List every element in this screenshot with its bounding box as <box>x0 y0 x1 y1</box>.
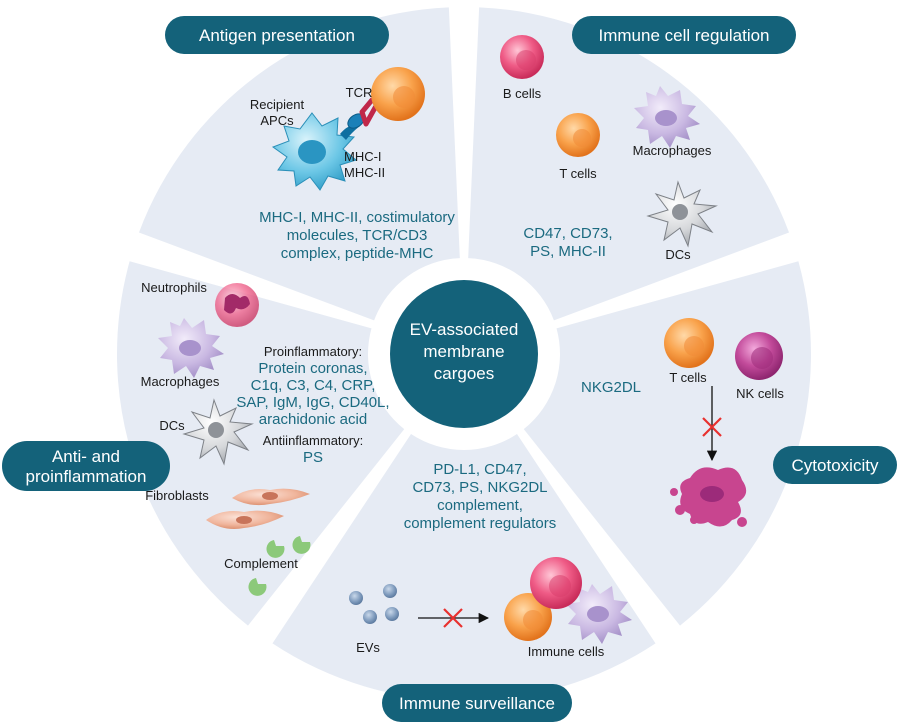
proinflam-line3: SAP, IgM, IgG, CD40L, <box>236 394 389 411</box>
regulation-title: Immune cell regulation <box>598 26 769 45</box>
macrophage-nucleus <box>179 340 201 356</box>
inflammation-title-line1: Anti- and <box>52 447 120 466</box>
center-line2: membrane <box>423 342 504 361</box>
cytotoxicity-section: T cells NK cells NKG2DL <box>581 318 784 527</box>
dying-cell-nucleus <box>700 486 724 502</box>
inflammation-title-line2: proinflammation <box>26 467 147 486</box>
t-cells-label: T cells <box>559 166 597 181</box>
segment-immune-surveillance <box>272 434 656 701</box>
complement-icon <box>292 536 311 554</box>
inflammation-section: Neutrophils Macrophages DCs Fibroblasts … <box>141 280 390 596</box>
t-cell-nucleus <box>684 336 704 356</box>
neutrophils-label: Neutrophils <box>141 280 207 295</box>
cytotox-cargo: NKG2DL <box>581 379 641 396</box>
complement-icon <box>248 578 267 596</box>
regulation-cargo-line2: PS, MHC-II <box>530 243 606 260</box>
t-cell-nucleus <box>523 610 543 630</box>
antigen-cargo-line3: complex, peptide-MHC <box>281 245 434 262</box>
fibroblasts-label: Fibroblasts <box>145 488 209 503</box>
b-cells-label: B cells <box>503 86 542 101</box>
evs-label: EVs <box>356 640 380 655</box>
ev-icon <box>349 591 363 605</box>
nk-cells-label: NK cells <box>736 386 784 401</box>
cytotox-t-cells-label: T cells <box>669 370 707 385</box>
fibroblast-nucleus <box>236 516 252 524</box>
recipient-apc-cell-icon <box>271 112 358 191</box>
antiinflam-item: PS <box>303 449 323 466</box>
pill-antigen-presentation: Antigen presentation <box>165 16 389 54</box>
surveillance-cargo-line2: CD73, PS, NKG2DL <box>412 479 547 496</box>
t-cell-nucleus <box>393 86 415 108</box>
surveillance-cargo-line4: complement regulators <box>404 515 557 532</box>
surveillance-title: Immune surveillance <box>399 694 555 713</box>
center-circle <box>390 280 538 428</box>
b-cell-nucleus <box>516 50 536 70</box>
recipient-label-line2: APCs <box>260 113 294 128</box>
inflam-dcs-label: DCs <box>159 418 185 433</box>
antigen-title: Antigen presentation <box>199 26 355 45</box>
t-cell-nucleus <box>573 129 591 147</box>
apoptotic-body <box>690 516 698 524</box>
center-line1: EV-associated <box>410 320 519 339</box>
antiinflammatory-heading: Antiinflammatory: <box>263 433 363 448</box>
segment-immune-cell-regulation <box>468 7 790 321</box>
surveillance-cargo-line1: PD-L1, CD47, <box>433 461 526 478</box>
immune-cells-label: Immune cells <box>528 644 605 659</box>
mhc-ii-label: MHC-II <box>344 165 385 180</box>
fibroblast-nucleus <box>262 492 278 500</box>
center-hub: EV-associated membrane cargoes <box>384 274 544 434</box>
complement-label: Complement <box>224 556 298 571</box>
neutrophil-nucleus <box>224 294 250 314</box>
antigen-cargo-line2: molecules, TCR/CD3 <box>287 227 428 244</box>
apoptotic-body <box>737 517 747 527</box>
inhibit-x-icon <box>443 608 463 628</box>
tcr-receptor-icon <box>359 97 379 127</box>
apoptotic-body <box>670 488 678 496</box>
regulation-cargo-line1: CD47, CD73, <box>523 225 612 242</box>
proinflam-line4: arachidonic acid <box>259 411 367 428</box>
tcr-label: TCR <box>346 85 373 100</box>
dc-nucleus <box>672 204 688 220</box>
proinflam-line1: Protein coronas, <box>258 360 367 377</box>
dc-nucleus <box>208 422 224 438</box>
pill-inflammation: Anti- and proinflammation <box>2 441 170 491</box>
macrophage-nucleus <box>655 110 677 126</box>
proinflam-line2: C1q, C3, C4, CRP, <box>251 377 376 394</box>
recipient-label-line1: Recipient <box>250 97 305 112</box>
apoptotic-body <box>675 505 685 515</box>
cytotoxicity-title: Cytotoxicity <box>792 456 879 475</box>
nk-cell-nucleus <box>751 347 773 369</box>
pill-immune-surveillance: Immune surveillance <box>382 684 572 722</box>
center-line3: cargoes <box>434 364 494 383</box>
immune-surveillance-section: EVs Immune cells PD-L1, CD47, CD73, PS, … <box>349 461 632 659</box>
mhc-receptor-icon <box>340 113 365 140</box>
macrophages-label: Macrophages <box>633 143 712 158</box>
ev-icon <box>383 584 397 598</box>
pill-immune-cell-regulation: Immune cell regulation <box>572 16 796 54</box>
antigen-cargo-line1: MHC-I, MHC-II, costimulatory <box>259 209 455 226</box>
immune-cell-regulation-section: B cells T cells Macrophages DCs CD47, CD… <box>500 35 718 262</box>
macrophage-nucleus <box>587 606 609 622</box>
pill-cytotoxicity: Cytotoxicity <box>773 446 897 484</box>
ev-icon <box>385 607 399 621</box>
proinflammatory-heading: Proinflammatory: <box>264 344 362 359</box>
inhibit-x-icon <box>702 417 722 437</box>
surveillance-cargo-line3: complement, <box>437 497 523 514</box>
complement-icon <box>266 540 285 558</box>
antigen-presentation-section: TCR Recipient APCs MHC-I MHC-II MHC-I, M… <box>250 67 455 262</box>
ev-icon <box>363 610 377 624</box>
b-cell-nucleus <box>549 575 571 597</box>
inflam-macrophages-label: Macrophages <box>141 374 220 389</box>
dcs-label: DCs <box>665 247 691 262</box>
mhc-i-label: MHC-I <box>344 149 382 164</box>
